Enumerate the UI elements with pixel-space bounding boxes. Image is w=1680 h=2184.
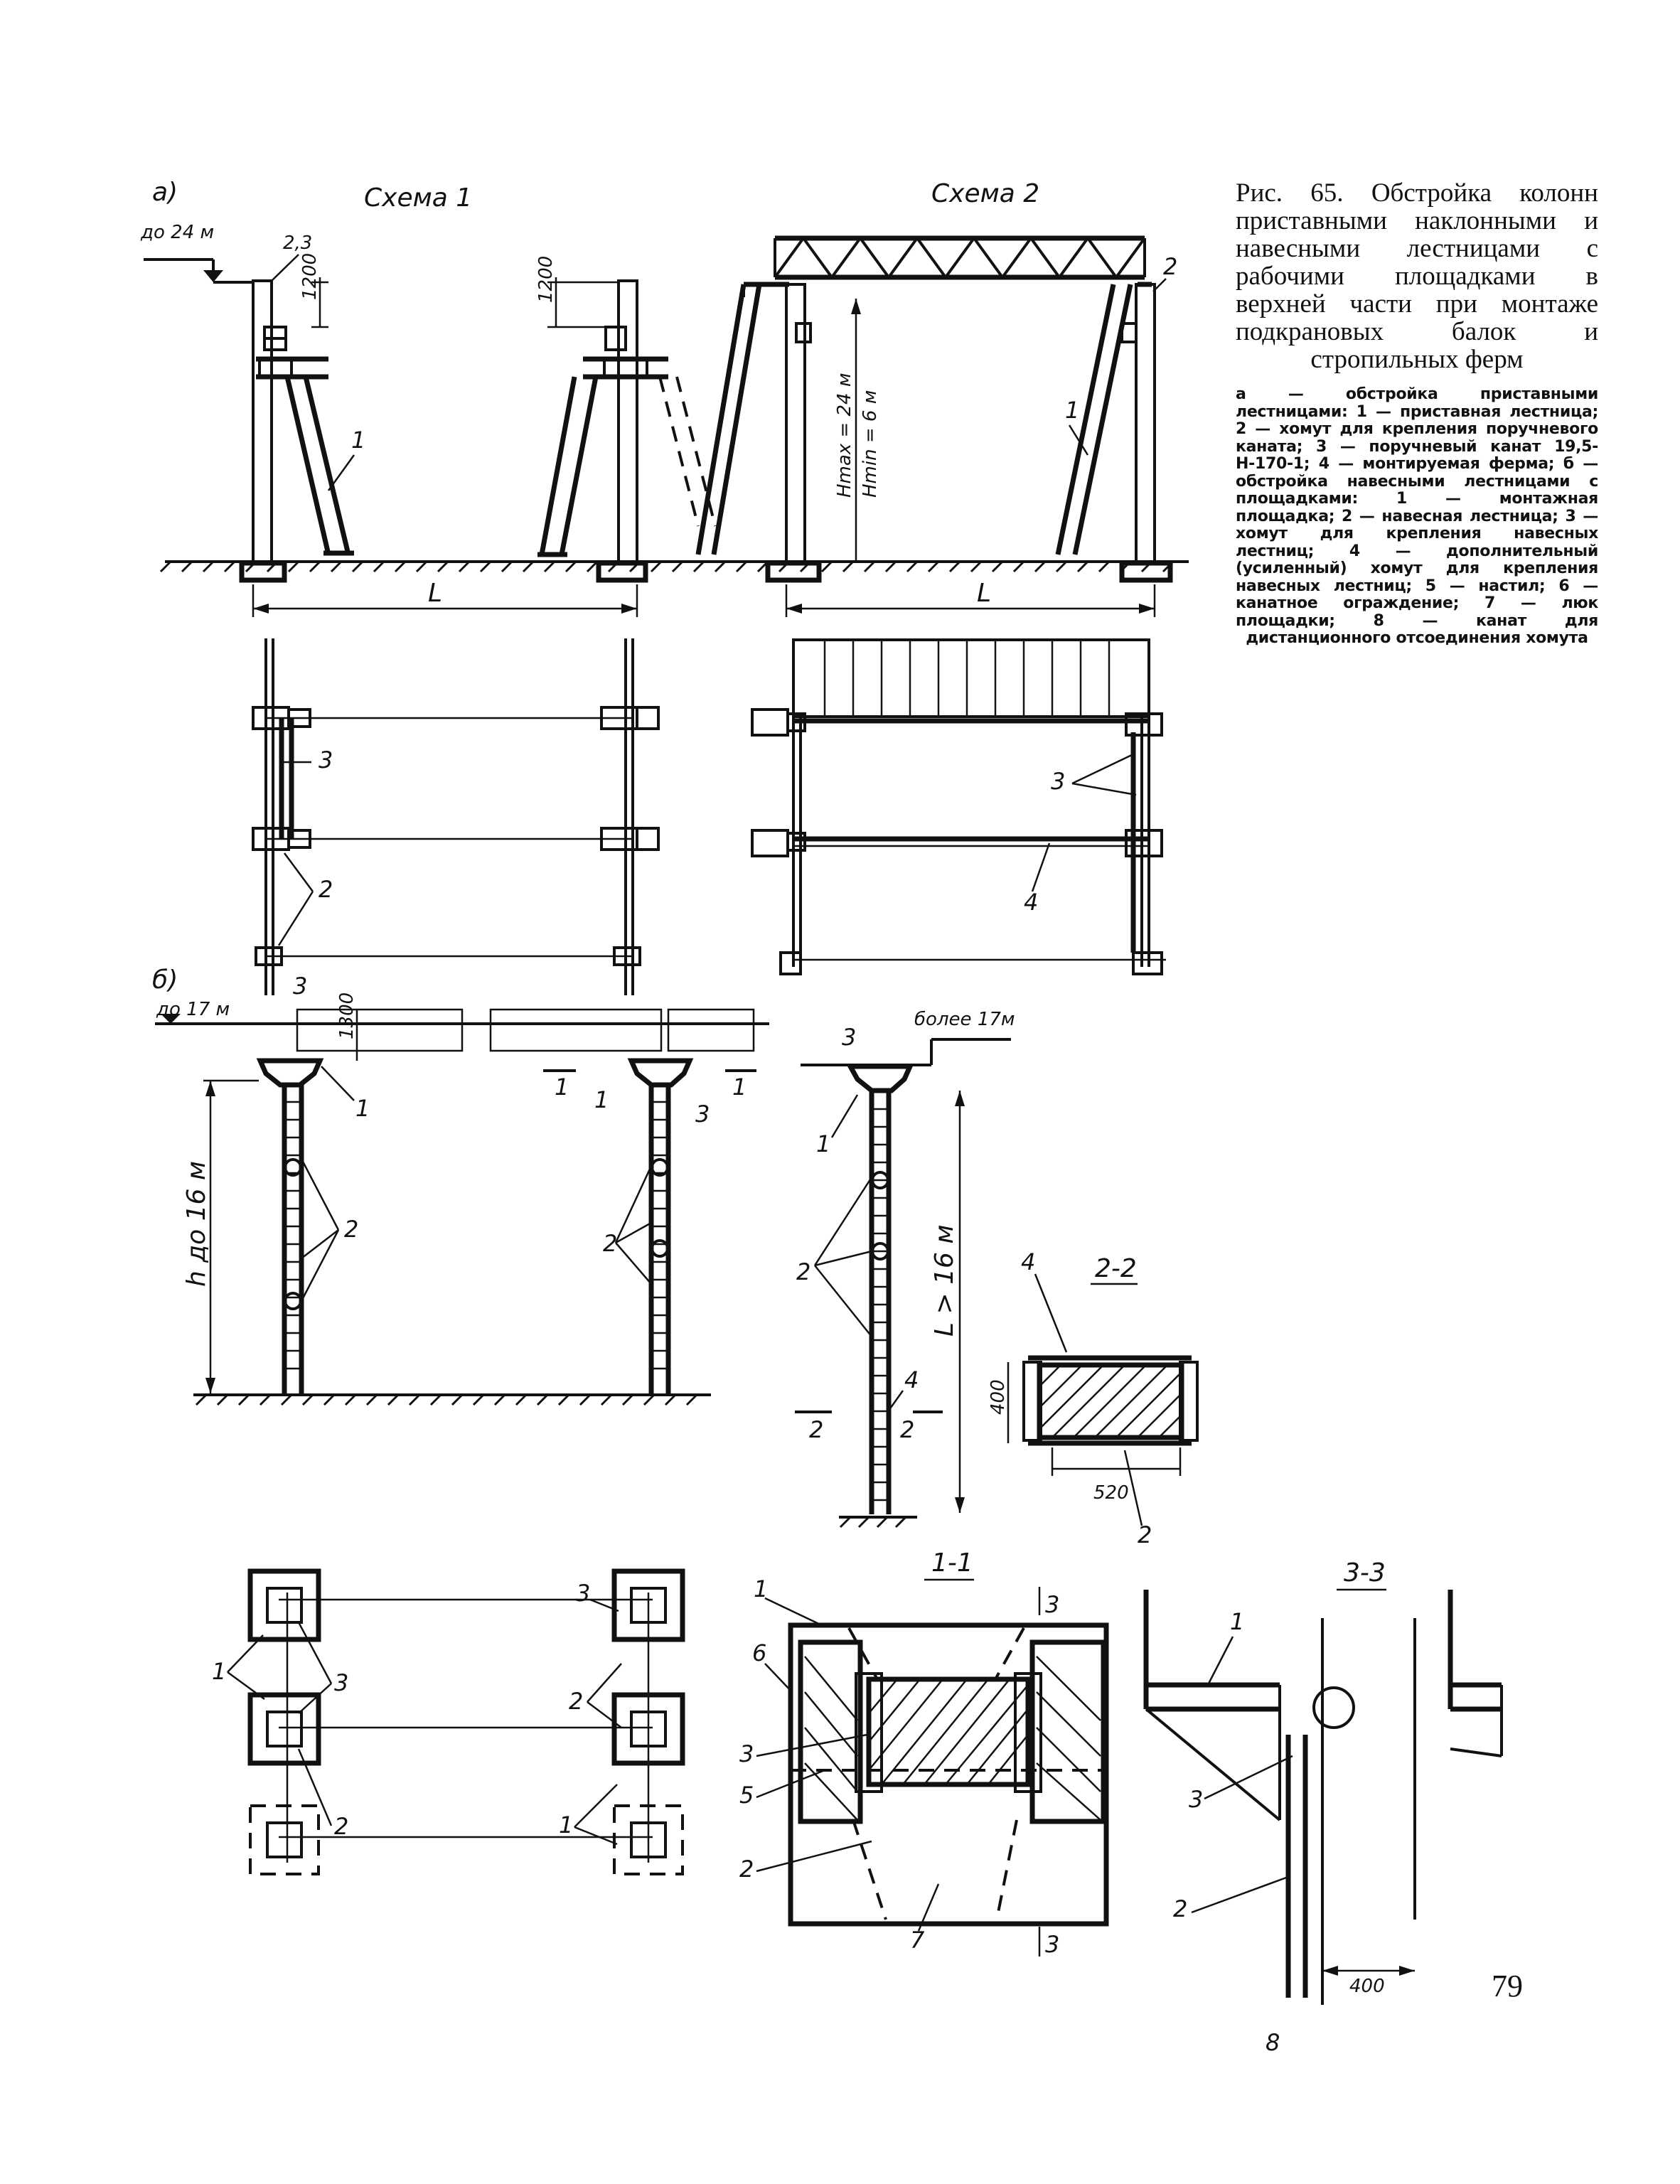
label-pb-1-right: 1 bbox=[559, 1811, 573, 1838]
scheme1-right-column: 1200 bbox=[535, 256, 717, 583]
plan-b-platforms bbox=[247, 1568, 685, 1875]
label-part-a: а) bbox=[152, 178, 178, 207]
page-number: 79 bbox=[1492, 1969, 1523, 2003]
plan-clamps-scheme2 bbox=[751, 708, 1163, 975]
label-h16: h до 16 м bbox=[182, 1161, 211, 1287]
label-L16: L > 16 м bbox=[930, 1224, 959, 1337]
dim-1200-left: 1200 bbox=[299, 253, 321, 300]
part-a-elevations: а) Схема 1 Схема 2 до 24 м bbox=[140, 178, 1189, 617]
figure-legend: а — обстройка приставными лестницами: 1 … bbox=[1236, 385, 1598, 647]
part-b-elevations: б) до 17 м 3 1 2 1300 h до 16 м bbox=[152, 965, 1015, 1529]
label-11-1: 1 bbox=[754, 1575, 768, 1602]
section-1-1: 1-1 3 3 1 6 3 5 2 7 bbox=[739, 1548, 1109, 1958]
dim-400-22: 400 bbox=[988, 1379, 1009, 1415]
label-11-6: 6 bbox=[752, 1639, 766, 1666]
section-3-3: 3-3 1 3 2 8 400 bbox=[1143, 1558, 1503, 2056]
label-clamp-3: 3 bbox=[1051, 768, 1065, 795]
section-2-2: 2-2 4 400 520 2 bbox=[988, 1248, 1199, 1548]
label-pb-3: 3 bbox=[334, 1669, 348, 1696]
label-hmax: Hmax = 24 м bbox=[834, 373, 855, 498]
label-b-1-right: 1 bbox=[816, 1130, 830, 1157]
scheme1-left-column: до 24 м 2,3 1200 1 bbox=[140, 222, 365, 583]
label-11-3-bot: 3 bbox=[1045, 1931, 1059, 1958]
label-22-2: 2 bbox=[1138, 1521, 1152, 1548]
label-11-2: 2 bbox=[739, 1856, 754, 1883]
label-b-2-left: 2 bbox=[344, 1216, 358, 1243]
label-sec-33: 3-3 bbox=[1344, 1558, 1386, 1588]
label-pb-1: 1 bbox=[212, 1658, 226, 1685]
label-b-3-right: 3 bbox=[842, 1024, 856, 1051]
dim-520: 520 bbox=[1093, 1482, 1129, 1504]
label-span-L-1: L bbox=[428, 579, 442, 608]
label-hmin: Hmin = 6 м bbox=[860, 390, 881, 498]
label-pb-2: 2 bbox=[334, 1813, 348, 1840]
label-part-b: б) bbox=[152, 965, 178, 995]
label-ladder-1-scheme2: 1 bbox=[1065, 397, 1079, 424]
label-height-more17: более 17м bbox=[914, 1009, 1015, 1030]
ground-line-a bbox=[159, 560, 1189, 573]
label-clamp-2: 2 bbox=[319, 876, 333, 903]
label-sec-2a: 2 bbox=[809, 1416, 823, 1443]
label-sec-11: 1-1 bbox=[931, 1548, 973, 1578]
dim-1300: 1300 bbox=[336, 992, 358, 1039]
figure-caption: Рис. 65. Обстройка колонн приставными на… bbox=[1236, 179, 1598, 648]
label-scheme-1: Схема 1 bbox=[364, 183, 472, 213]
label-33-1: 1 bbox=[1230, 1608, 1244, 1635]
label-11-3: 3 bbox=[739, 1740, 754, 1767]
label-2-3: 2,3 bbox=[283, 232, 312, 254]
label-span-L-2: L bbox=[977, 579, 991, 608]
label-sec-2b: 2 bbox=[900, 1416, 914, 1443]
label-rope-3: 3 bbox=[319, 746, 333, 774]
plan-clamps-scheme1 bbox=[252, 706, 660, 966]
label-b-1-left: 1 bbox=[355, 1095, 370, 1122]
part-a-plans: 3 2 3 4 bbox=[252, 638, 1166, 995]
label-height-24: до 24 м bbox=[140, 222, 214, 243]
label-truss-2: 2 bbox=[1163, 253, 1177, 280]
label-b-3-left: 3 bbox=[293, 973, 307, 1000]
label-11-3-top: 3 bbox=[1045, 1591, 1059, 1618]
label-truss-4: 4 bbox=[1024, 889, 1038, 916]
label-sec-22: 2-2 bbox=[1095, 1254, 1137, 1283]
scheme2-frame: 2 1 Hmax = 24 м Hmin = 6 м L bbox=[695, 235, 1177, 617]
label-ladder-1-left: 1 bbox=[351, 427, 365, 454]
label-33-2: 2 bbox=[1173, 1895, 1187, 1922]
scheme1-span-dimension: L bbox=[252, 579, 638, 617]
label-pb-3-right: 3 bbox=[576, 1580, 590, 1607]
label-b-2-right: 2 bbox=[796, 1258, 810, 1285]
label-b-2-mid: 2 bbox=[603, 1230, 617, 1257]
label-pb-2-right: 2 bbox=[569, 1688, 583, 1715]
dim-400-33: 400 bbox=[1349, 1976, 1385, 1997]
label-33-8: 8 bbox=[1266, 2029, 1280, 2056]
label-b-4-right: 4 bbox=[904, 1366, 919, 1393]
label-22-4: 4 bbox=[1021, 1248, 1035, 1275]
label-b-1-mid: 1 bbox=[594, 1086, 609, 1113]
label-sec-1a: 1 bbox=[555, 1074, 569, 1101]
label-scheme-2: Схема 2 bbox=[931, 179, 1039, 208]
label-33-3: 3 bbox=[1189, 1786, 1203, 1813]
label-11-7: 7 bbox=[910, 1927, 925, 1954]
part-b-plans: 1 3 2 3 2 1 bbox=[212, 1568, 685, 1875]
figure-title: Рис. 65. Обстройка колонн приставными на… bbox=[1236, 178, 1598, 374]
dim-1200-right: 1200 bbox=[535, 256, 557, 303]
label-b-3-mid: 3 bbox=[695, 1101, 710, 1128]
label-11-5: 5 bbox=[739, 1782, 754, 1809]
label-sec-1b: 1 bbox=[732, 1074, 747, 1101]
